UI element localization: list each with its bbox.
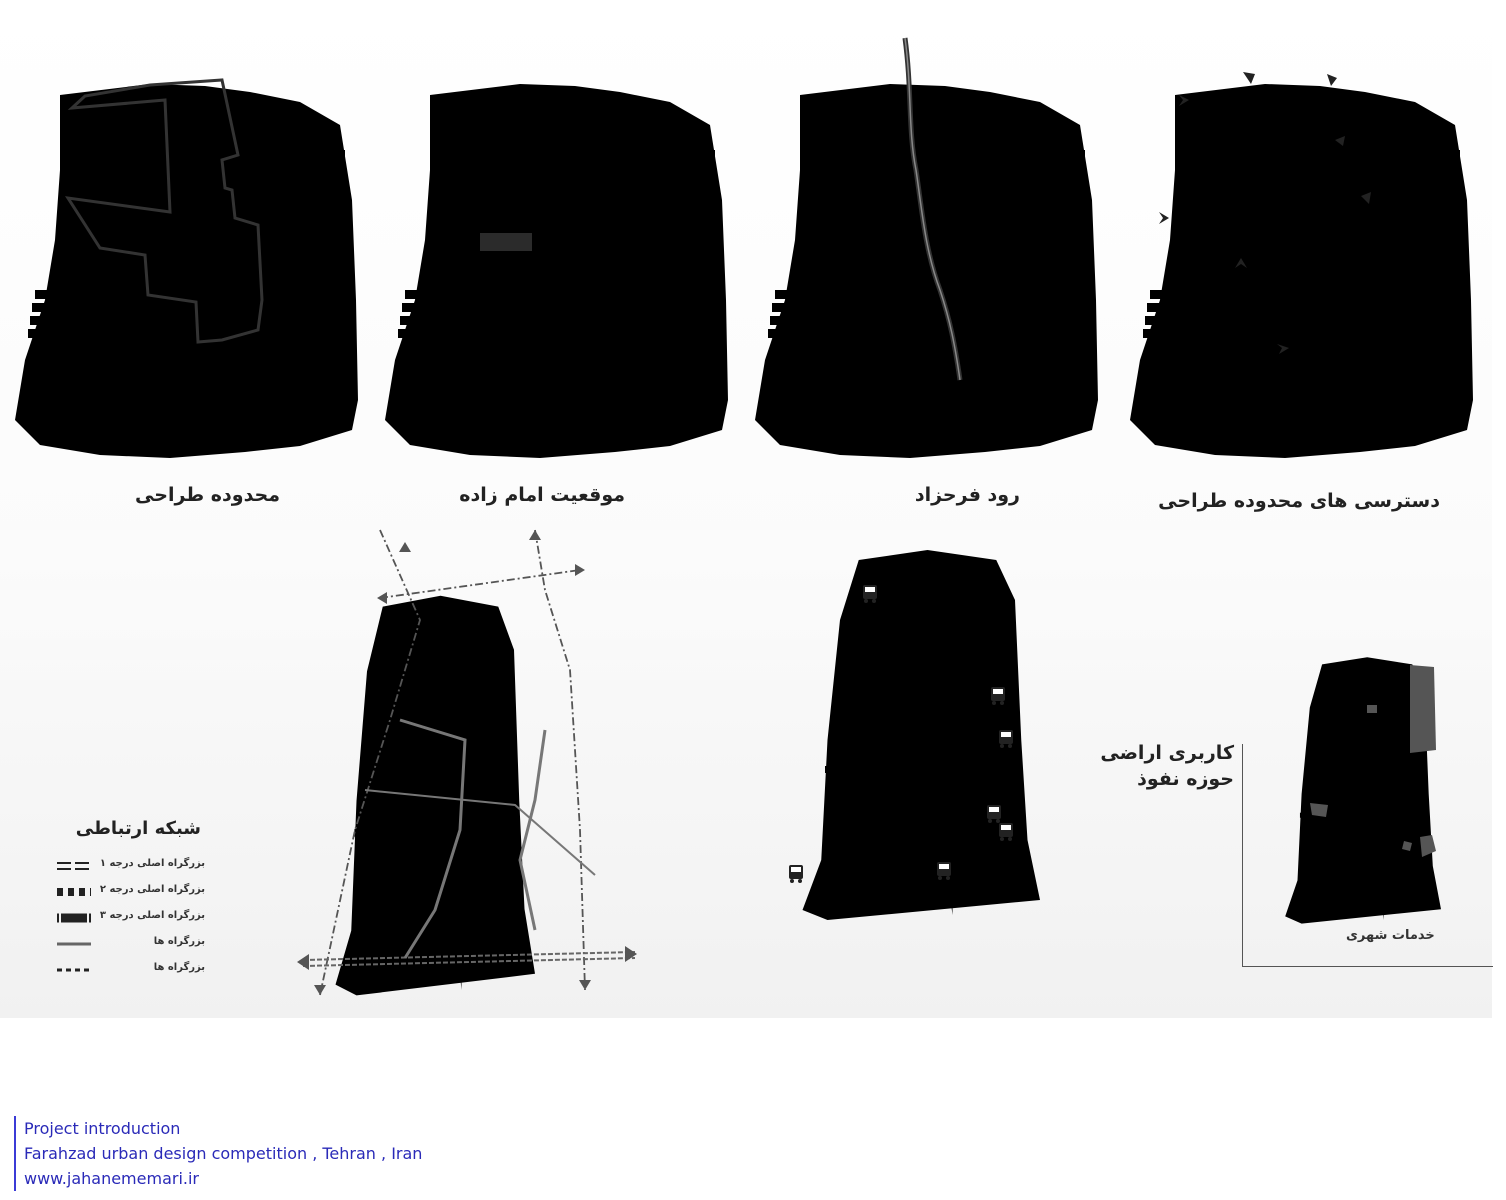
legend-label: بزرگراه ها [153,936,205,947]
imamzadeh-marker [480,233,532,251]
highway-south-1 [302,951,636,961]
footer: Project introduction Farahzad urban desi… [14,1116,422,1191]
design-boundary-title: محدوده طراحی [135,484,280,506]
transit-network-map [789,550,1040,920]
site-access-map [1130,72,1475,458]
land-use-frame [1242,744,1493,967]
design-boundary-outline [64,78,264,344]
legend-label: بزرگراه اصلی درجه ۳ [99,910,205,921]
legend-title: شبکه ارتباطی [75,818,201,839]
highway-arrows [297,530,637,995]
legend-item-grade3: بزرگراه اصلی درجه ۳ [55,910,205,926]
design-boundary-map [15,78,360,458]
bus-icon [789,865,803,883]
highway-west [319,529,421,996]
footer-line1: Project introduction [24,1119,181,1138]
arterial-road-3 [364,789,596,876]
solid-line-symbol [57,942,91,946]
imamzadeh-location-map [385,84,730,458]
footer-url[interactable]: www.jahanememari.ir [24,1169,200,1188]
farahzad-river-title: رود فرحزاد [914,484,1020,506]
heavy-dash-symbol [57,913,91,923]
highway-south-2 [302,957,636,967]
land-use-caption: خدمات شهری [1346,928,1435,943]
farahzad-river-map [755,37,1100,458]
road-network-map [297,529,637,996]
land-use-title-line1: کاربری اراضی [1100,742,1234,764]
urban-services-zones [1310,665,1436,857]
legend-item-highway: بزرگراه ها [55,936,205,952]
land-use-map [1285,657,1441,924]
legend-item-highway-dotted: بزرگراه ها [55,962,205,978]
legend-label: بزرگراه ها [153,962,205,973]
imamzadeh-location-title: موقعیت امام زاده [459,484,625,506]
access-arrows [1159,72,1371,354]
arterial-road-1 [399,718,467,959]
land-use-title-line2: حوزه نفوذ [1137,768,1234,790]
highway-east [534,529,586,991]
legend-label: بزرگراه اصلی درجه ۱ [99,858,205,869]
highway-north [379,569,581,599]
site-access-title: دسترسی های محدوده طراحی [1158,490,1440,512]
legend-item-grade2: بزرگراه اصلی درجه ۲ [55,884,205,900]
thick-dash-symbol [57,888,91,896]
legend-item-grade1: بزرگراه اصلی درجه ۱ [55,858,205,874]
footer-line2: Farahzad urban design competition , Tehr… [24,1144,423,1163]
arterial-road-2 [518,729,547,931]
dotted-line-symbol [57,968,91,972]
legend-label: بزرگراه اصلی درجه ۲ [99,884,205,895]
double-dash-symbol [57,862,91,870]
